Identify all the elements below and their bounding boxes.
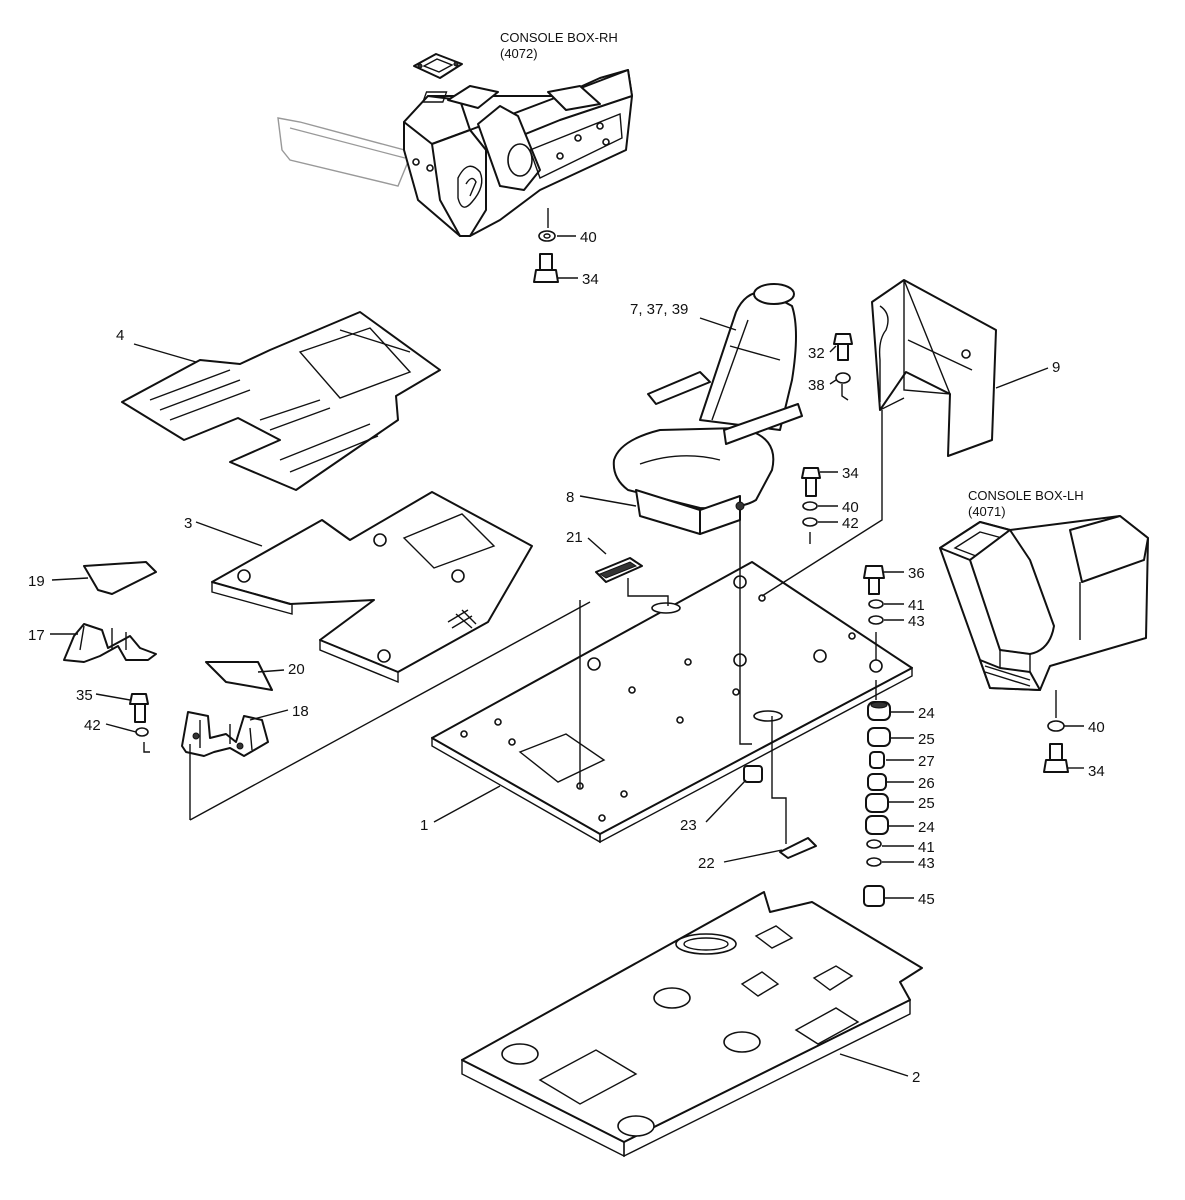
callout-27: 27 xyxy=(918,753,935,770)
floor-mat xyxy=(121,311,441,491)
console-box-lh xyxy=(939,515,1149,691)
seat-guard-panel xyxy=(871,279,997,457)
floor-panel xyxy=(211,491,533,684)
callout-24-bottom: 24 xyxy=(918,819,935,836)
bottom-plate xyxy=(461,891,923,1158)
callout-1: 1 xyxy=(420,817,428,834)
callout-7-37-39: 7, 37, 39 xyxy=(630,301,688,318)
assembly-lines xyxy=(143,208,1057,844)
callout-45: 45 xyxy=(918,891,935,908)
floor-plate xyxy=(431,561,913,844)
callout-40-rh: 40 xyxy=(580,229,597,246)
callout-24-top: 24 xyxy=(918,705,935,722)
seat xyxy=(612,283,803,535)
leader-lines xyxy=(50,235,1084,1077)
callout-2: 2 xyxy=(912,1069,920,1086)
console-lh-title: CONSOLE BOX-LH (4071) xyxy=(968,488,1084,519)
callout-21: 21 xyxy=(566,529,583,546)
callout-25-top: 25 xyxy=(918,731,935,748)
callout-18: 18 xyxy=(292,703,309,720)
bracket-20 xyxy=(205,661,273,691)
callout-40-lh: 40 xyxy=(1088,719,1105,736)
callout-22: 22 xyxy=(698,855,715,872)
callout-43-bottom: 43 xyxy=(918,855,935,872)
bracket-18 xyxy=(181,711,269,757)
callout-34-seat: 34 xyxy=(842,465,859,482)
callout-32: 32 xyxy=(808,345,825,362)
console-rh-code: (4072) xyxy=(500,46,538,61)
hardware xyxy=(129,230,1069,907)
callouts: 40 34 4 7, 37, 39 32 38 9 34 8 40 42 3 2… xyxy=(28,229,1105,1086)
callout-36: 36 xyxy=(908,565,925,582)
callout-8: 8 xyxy=(566,489,574,506)
callout-25-bottom: 25 xyxy=(918,795,935,812)
callout-42-seat: 42 xyxy=(842,515,859,532)
callout-41-bottom: 41 xyxy=(918,839,935,856)
callout-19: 19 xyxy=(28,573,45,590)
callout-34-lh: 34 xyxy=(1088,763,1105,780)
console-box-rh xyxy=(277,53,633,237)
callout-3: 3 xyxy=(184,515,192,532)
callout-40-seat: 40 xyxy=(842,499,859,516)
callout-43-top: 43 xyxy=(908,613,925,630)
bracket-19 xyxy=(83,561,157,595)
callout-41-top: 41 xyxy=(908,597,925,614)
callout-38: 38 xyxy=(808,377,825,394)
bracket-17 xyxy=(63,623,157,663)
console-lh-name: CONSOLE BOX-LH xyxy=(968,488,1084,503)
callout-9: 9 xyxy=(1052,359,1060,376)
callout-26: 26 xyxy=(918,775,935,792)
console-rh-title: CONSOLE BOX-RH (4072) xyxy=(500,30,618,61)
callout-20: 20 xyxy=(288,661,305,678)
callout-35: 35 xyxy=(76,687,93,704)
callout-42-left: 42 xyxy=(84,717,101,734)
console-lh-code: (4071) xyxy=(968,504,1006,519)
callout-17: 17 xyxy=(28,627,45,644)
callout-34-rh: 34 xyxy=(582,271,599,288)
callout-23: 23 xyxy=(680,817,697,834)
callout-4: 4 xyxy=(116,327,124,344)
console-rh-name: CONSOLE BOX-RH xyxy=(500,30,618,45)
